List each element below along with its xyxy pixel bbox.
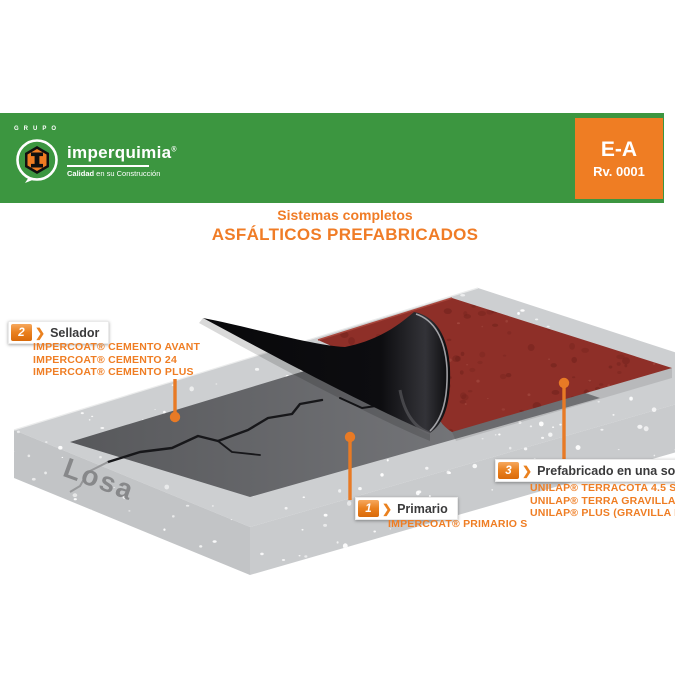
title-line2: ASFÁLTICOS PREFABRICADOS xyxy=(211,225,479,244)
chevron-icon: ❯ xyxy=(35,325,46,340)
callout-prefabricado: 3 ❯ Prefabricado en una sola capa xyxy=(495,459,675,482)
chevron-icon: ❯ xyxy=(522,463,533,478)
callout-primario: 1 ❯ Primario xyxy=(355,497,458,520)
imperquimia-logo-icon xyxy=(16,139,58,183)
primario-products: IMPERCOAT® PRIMARIO S xyxy=(388,518,528,531)
spec-revision: Rv. 0001 xyxy=(593,164,645,179)
membrane-roll-black xyxy=(199,312,451,441)
chevron-icon: ❯ xyxy=(382,501,393,516)
product-line: UNILAP® PLUS (GRAVILLA RO) xyxy=(530,507,675,520)
callout-1-label: Primario xyxy=(397,501,448,516)
callout-3-badge: 3 xyxy=(498,462,519,479)
product-line: UNILAP® TERRA GRAVILLA xyxy=(530,494,675,507)
product-line: IMPERCOAT® PRIMARIO S xyxy=(388,518,528,530)
product-line: IMPERCOAT® CEMENTO PLUS xyxy=(33,366,194,379)
membrane-shadow xyxy=(452,368,672,441)
page-title: Sistemas completos ASFÁLTICOS PREFABRICA… xyxy=(15,207,675,245)
callout-leaders xyxy=(169,377,570,500)
callout-2-label: Sellador xyxy=(50,325,100,340)
spec-code-box: E-A Rv. 0001 xyxy=(575,118,663,199)
callout-1-badge: 1 xyxy=(358,500,379,517)
header-band xyxy=(0,113,664,203)
callout-2-badge: 2 xyxy=(11,324,32,341)
product-line: IMPERCOAT® CEMENTO AVANT xyxy=(33,341,201,353)
brand-name: imperquimia® xyxy=(67,143,177,162)
title-line1: Sistemas completos xyxy=(277,207,413,223)
brand-tagline: Calidad en su Construcción xyxy=(67,169,161,178)
brand-underline xyxy=(67,165,149,167)
callout-3-label: Prefabricado en una sola capa xyxy=(537,463,675,478)
grupo-text: GRUPO xyxy=(14,126,62,132)
product-line: UNILAP® TERRACOTA 4.5 SBS xyxy=(530,482,675,494)
brand-mark: ® xyxy=(171,146,177,154)
product-line: IMPERCOAT® CEMENTO 24 xyxy=(33,353,177,366)
spec-code: E-A xyxy=(600,138,638,161)
callout-sellador: 2 ❯ Sellador xyxy=(8,321,110,344)
prefabricado-products: UNILAP® TERRACOTA 4.5 SBS UNILAP® TERRA … xyxy=(530,482,675,520)
sellador-products: IMPERCOAT® CEMENTO AVANT IMPERCOAT® CEME… xyxy=(33,341,200,379)
